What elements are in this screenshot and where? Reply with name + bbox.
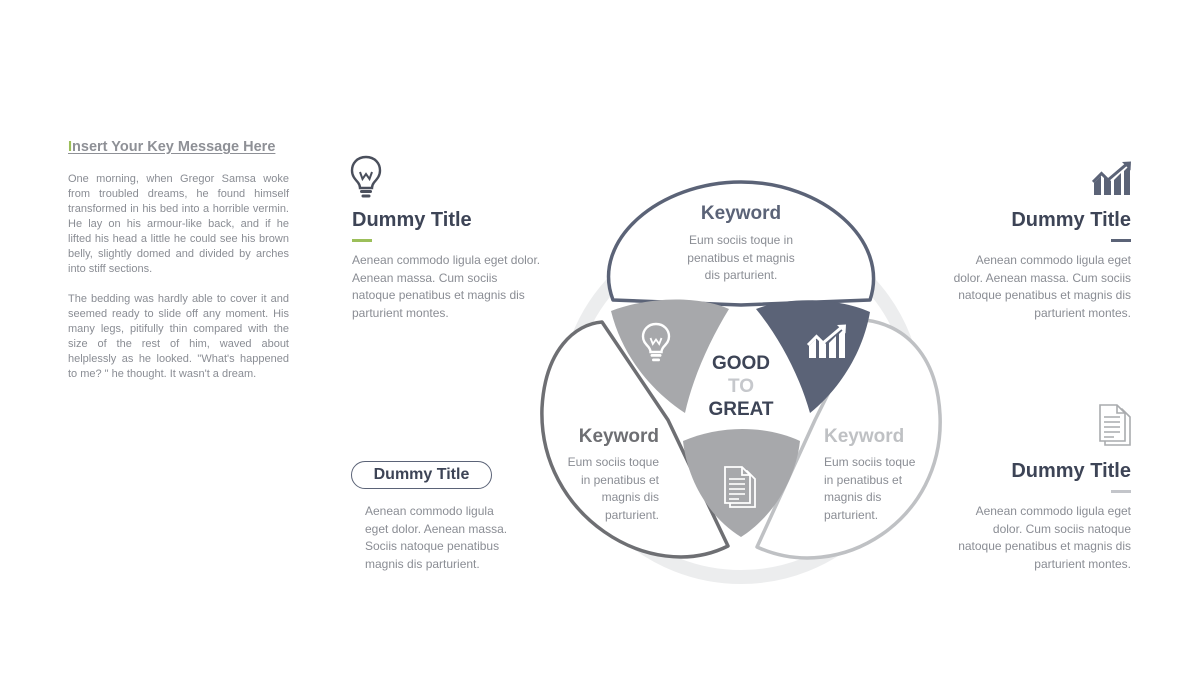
bottom-left-description: Aenean commodo ligula eget dolor. Aenean… [365,504,508,571]
top-left-accent-bar [352,239,372,242]
key-message-heading: Insert Your Key Message Here [68,139,275,155]
center-text-great: GREAT [708,399,774,420]
inner-growth-chart-icon [806,324,846,358]
left-keyword: Keyword [578,426,659,447]
body-paragraph-1: One morning, when Gregor Samsa woke from… [68,173,289,275]
right-keyword-description: Eum sociis toque in penatibus et magnis … [824,455,916,522]
bottom-left-title: Dummy Title [373,466,470,483]
right-keyword: Keyword [824,426,905,447]
document-icon [1099,404,1131,446]
left-keyword-description: Eum sociis toque in penatibus et magnis … [567,455,659,522]
top-right-title: Dummy Title [1011,209,1131,231]
key-message-first-letter: I [68,139,73,155]
top-right-description: Aenean commodo ligula eget dolor. Aenean… [953,253,1131,320]
bottom-right-title: Dummy Title [1011,460,1131,482]
right-petal [755,318,942,560]
center-text-good: GOOD [711,353,771,374]
inner-document-icon [724,466,756,508]
center-text-to: TO [727,376,755,397]
key-message-text: nsert Your Key Message Here [72,139,276,155]
top-right-accent-bar [1111,239,1131,242]
body-paragraph-2: The bedding was hardly able to cover it … [68,293,289,380]
growth-chart-icon [1092,161,1131,195]
lightbulb-icon [350,155,382,198]
top-petal [606,180,876,307]
top-left-description: Aenean commodo ligula eget dolor. Aenean… [352,253,541,320]
bottom-right-accent-bar [1111,490,1131,493]
inner-sector-left [611,299,729,413]
top-left-title: Dummy Title [352,209,472,231]
top-keyword-description: Eum sociis toque in penatibus et magnis … [687,233,795,282]
bottom-left-title-pill: Dummy Title [351,461,492,489]
top-keyword: Keyword [700,203,782,224]
left-petal [540,320,730,559]
inner-lightbulb-icon [641,322,671,362]
bottom-right-description: Aenean commodo ligula eget dolor. Cum so… [958,504,1131,571]
